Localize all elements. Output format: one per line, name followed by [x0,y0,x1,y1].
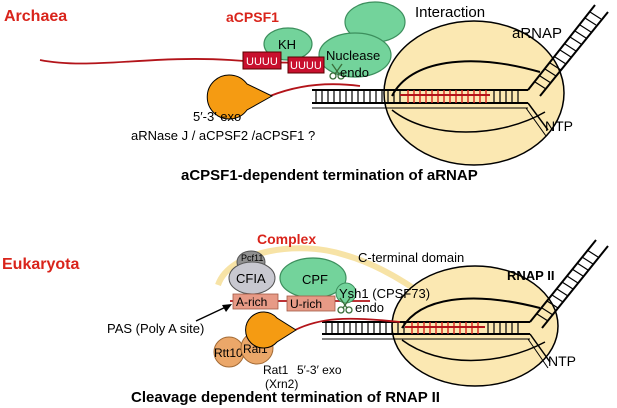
archaea-panel: Archaea Interaction aRNAP [4,1,609,184]
rnap2-channel-lower [401,339,546,362]
ctd-label: C-terminal domain [358,250,464,265]
pas-arrowhead [222,304,232,312]
pcf11-label: Pcf11 [241,253,263,263]
uuuu-box-2 [287,56,325,74]
cfia-label: CFIA [236,271,266,286]
xrn2-label: (Xrn2) [265,377,298,391]
rat1-label: Rat1 [263,363,289,377]
eukaryota-rna-cut [294,317,401,331]
pas-label: PAS (Poly A site) [107,321,204,336]
eukaryota-exo-label: 5′-3′ exo [297,363,342,377]
archaea-dna [312,89,528,109]
archaea-exo-label: 5′-3′ exo [193,109,241,124]
acpsf1-label: aCPSF1 [226,9,279,25]
archaea-caption: aCPSF1-dependent termination of aRNAP [181,167,478,184]
nuclease-domain [318,32,392,78]
arnap-label: aRNAP [512,25,562,42]
u-rich-label: U-rich [290,297,322,311]
eukaryota-panel: Eukaryota RNAP II [2,231,609,406]
eukaryota-dna [322,321,530,340]
archaea-ntp-label: NTP [545,118,573,134]
u-rich-box [286,295,336,312]
eukaryota-endo-label: endo [355,300,384,315]
uuuu-box-1 [242,51,282,70]
rnap2-label: RNAP II [507,268,554,283]
archaea-dna-exit [525,4,609,137]
rnap2-channel [401,297,541,329]
arnap-channel-lower [391,109,546,133]
ysh1-label: Ysh1 (CPSF73) [339,286,430,301]
eukaryota-ntp-label: NTP [548,353,576,369]
rat1-pacman [245,311,297,349]
eukaryota-caption: Cleavage dependent termination of RNAP I… [131,389,440,406]
uuuu-label-1: UUUU [246,56,278,68]
kh-label: KH [278,37,296,52]
nuclease-label: Nuclease [326,48,380,63]
scissors-icon [337,297,353,314]
a-rich-box [232,293,279,310]
arnap-channel [391,60,541,97]
cpf-label: CPF [302,272,328,287]
archaea-rna-cut [269,83,361,97]
interaction-label: Interaction [415,4,485,21]
eukaryota-label: Eukaryota [2,256,79,273]
archaea-candidates-label: aRNase J / aCPSF2 /aCPSF1 ? [131,128,315,143]
scissors-icon [329,63,345,80]
a-rich-label: A-rich [236,295,267,309]
eukaryota-dna-exit [527,239,609,369]
archaea-exo-pacman [206,74,274,120]
archaea-label: Archaea [4,8,67,25]
uuuu-label-2: UUUU [290,60,322,72]
complex-label: Complex [257,231,316,247]
pas-arrow [195,305,229,322]
archaea-endo-label: endo [340,65,369,80]
